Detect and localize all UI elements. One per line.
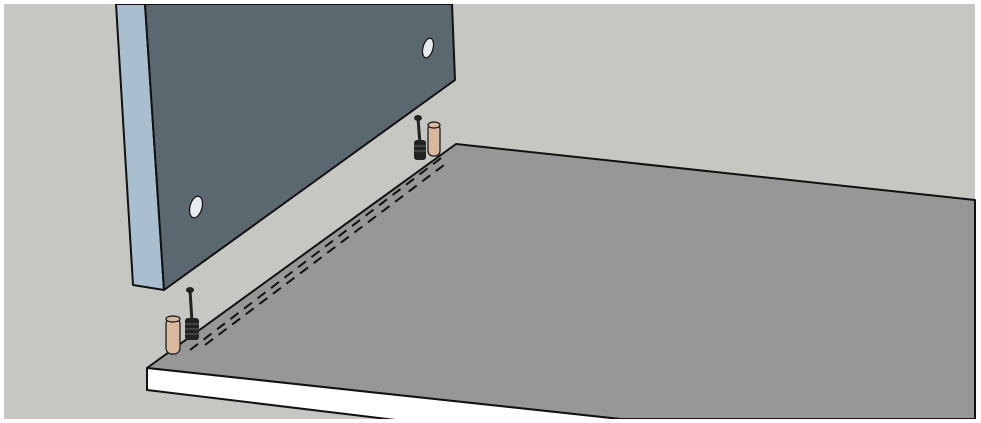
wooden-dowel-front [166, 316, 180, 354]
wooden-dowel-back [428, 122, 440, 156]
